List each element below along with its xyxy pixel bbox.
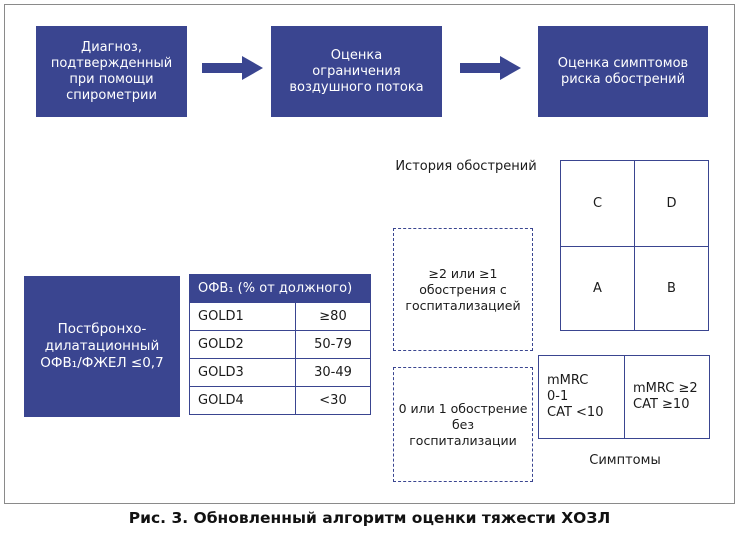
gold-grade: GOLD1	[188, 302, 297, 331]
table-row: GOLD4 <30	[188, 386, 371, 415]
flow-arrow-2	[460, 56, 521, 80]
risk-high-box: ≥2 или ≥1 обострения с госпитализацией	[393, 228, 533, 351]
flow-step-diagnosis-text: Диагноз, подтвержденный при помощи спиро…	[50, 39, 173, 103]
symptoms-low-line-1: mMRC	[547, 373, 589, 388]
spirometry-line-3: ОФВ₁/ФЖЕЛ ≤0,7	[40, 355, 164, 371]
symptoms-low-line-3: CAT <10	[547, 405, 604, 420]
fev1-range: ≥80	[295, 302, 371, 331]
table-row: GOLD1 ≥80	[188, 302, 371, 331]
symptoms-high: mMRC ≥2 CAT ≥10	[625, 356, 709, 438]
fev1-range: 50-79	[295, 330, 371, 359]
symptoms-high-line-1: mMRC ≥2	[633, 381, 698, 396]
gold-grade: GOLD4	[188, 386, 297, 415]
grid-divider-vertical	[634, 161, 635, 330]
symptoms-low: mMRC 0-1 CAT <10	[539, 356, 624, 438]
quadrant-b: B	[667, 281, 676, 296]
symptoms-high-line-2: CAT ≥10	[633, 397, 690, 412]
symptoms-label: Симптомы	[589, 453, 661, 468]
gold-table-header: ОФВ₁ (% от должного)	[189, 274, 371, 303]
exacerbation-history-label: История обострений	[395, 159, 537, 174]
gold-grade: GOLD3	[188, 358, 297, 387]
symptoms-low-line-2: 0-1	[547, 389, 569, 404]
flow-step-symptoms-text: Оценка симптомов риска обострений	[557, 55, 689, 87]
spirometry-line-2: дилатационный	[44, 338, 160, 354]
quadrant-d: D	[666, 196, 677, 211]
risk-high-text: ≥2 или ≥1 обострения с госпитализацией	[405, 265, 521, 313]
risk-low-box: 0 или 1 обострение без госпитализации	[393, 367, 533, 482]
flow-arrow-1	[202, 56, 263, 80]
gold-grade: GOLD2	[188, 330, 297, 359]
table-row: GOLD2 50-79	[188, 330, 371, 359]
gold-table: ОФВ₁ (% от должного) GOLD1 ≥80 GOLD2 50-…	[188, 274, 371, 415]
quadrant-a: A	[593, 281, 602, 296]
fev1-range: <30	[295, 386, 371, 415]
symptoms-box: mMRC 0-1 CAT <10 mMRC ≥2 CAT ≥10	[538, 355, 710, 439]
symptoms-divider	[624, 356, 625, 438]
flow-step-airflow: Оценка ограничения воздушного потока	[271, 26, 442, 117]
table-row: GOLD3 30-49	[188, 358, 371, 387]
spirometry-line-1: Постбронхо-	[57, 321, 147, 337]
figure-caption: Рис. 3. Обновленный алгоритм оценки тяже…	[128, 509, 611, 527]
figure-frame	[4, 4, 735, 504]
flow-step-diagnosis: Диагноз, подтвержденный при помощи спиро…	[36, 26, 187, 117]
spirometry-criteria-box: Постбронхо- дилатационный ОФВ₁/ФЖЕЛ ≤0,7	[24, 276, 180, 417]
fev1-range: 30-49	[295, 358, 371, 387]
flow-step-symptoms: Оценка симптомов риска обострений	[538, 26, 708, 117]
quadrant-c: C	[592, 196, 603, 211]
grid-divider-horizontal	[561, 246, 708, 247]
flow-step-airflow-text: Оценка ограничения воздушного потока	[289, 47, 424, 95]
abcd-grid: C D A B	[560, 160, 709, 331]
risk-low-text: 0 или 1 обострение без госпитализации	[398, 400, 528, 448]
